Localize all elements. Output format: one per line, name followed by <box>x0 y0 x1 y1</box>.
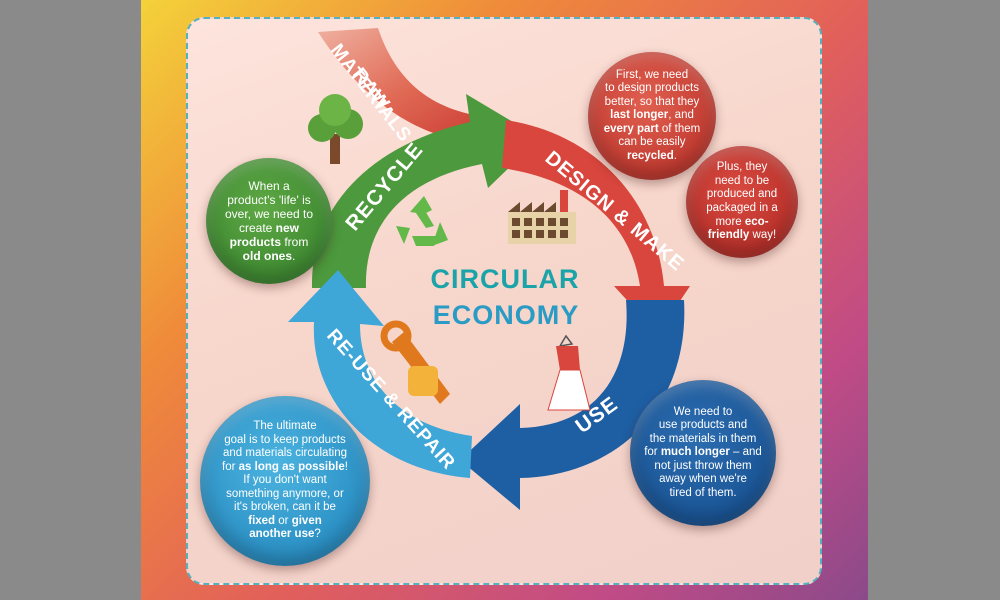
recycle-text-1: When a <box>248 178 290 193</box>
recycle-text-6: . <box>292 249 296 264</box>
recycle-text-4-bold: new <box>275 221 300 235</box>
eco-text-3: produced and <box>706 188 778 201</box>
repair-text-4-end: ! <box>344 460 348 473</box>
design-text-1: First, we need <box>615 68 689 81</box>
use-bubble: We need to use products and the material… <box>630 380 776 526</box>
repair-text-8-bold-2: given <box>291 514 322 527</box>
recycle-text-6-bold: old ones <box>242 249 292 264</box>
design-text-3: better, so that they <box>604 95 700 108</box>
dress-icon <box>547 334 591 411</box>
repair-text-4: for <box>222 460 239 473</box>
repair-text-5: If you don't want <box>243 474 327 487</box>
repair-text-7: it's broken, can it be <box>234 501 336 514</box>
title-economy: ECONOMY <box>432 300 580 330</box>
design-text-2: to design products <box>605 82 699 95</box>
repair-text-2: goal is to keep products <box>224 433 346 446</box>
design-bubble: First, we need to design products better… <box>588 52 716 180</box>
design-make-arrow <box>502 120 690 334</box>
design-text-4-bold: last longer <box>610 109 669 122</box>
recycle-text-5: from <box>281 235 309 250</box>
recycle-bubble: When a product's 'life' is over, we need… <box>206 158 332 284</box>
recycle-text-3: over, we need to <box>224 206 314 221</box>
use-arrow <box>460 300 685 510</box>
design-text-7-bold: recycled <box>627 149 674 162</box>
use-text-4-end: – and <box>729 446 762 459</box>
design-text-7: . <box>673 149 677 162</box>
repair-bubble: The ultimate goal is to keep products an… <box>200 396 370 566</box>
use-text-4: for <box>644 446 661 459</box>
repair-text-8-bold: fixed <box>248 514 276 527</box>
recycle-text-5-bold: products <box>229 235 281 250</box>
eco-text-6-bold: friendly <box>707 229 750 242</box>
eco-text-5: more <box>715 215 745 228</box>
eco-text-1: Plus, they <box>716 161 768 174</box>
design-text-6: can be easily <box>618 136 686 149</box>
reuse-repair-arrow <box>288 270 472 478</box>
recycle-text-4: create <box>238 221 276 235</box>
eco-bubble: Plus, they need to be produced and packa… <box>686 146 798 258</box>
eco-text-2: need to be <box>714 174 770 187</box>
raw-materials-arrow <box>318 28 498 146</box>
repair-text-6: something anymore, or <box>226 487 344 500</box>
repair-text-9-bold: another use <box>249 528 315 541</box>
design-text-5-bold: every part <box>603 122 659 135</box>
use-text-2: use products and <box>658 419 748 432</box>
title-circular: CIRCULAR <box>430 264 580 294</box>
recycle-text-2: product's 'life' is <box>227 192 311 207</box>
repair-text-8: or <box>275 514 292 527</box>
use-text-5: not just throw them <box>654 459 752 472</box>
factory-icon <box>508 190 576 244</box>
design-text-5: of them <box>658 122 701 135</box>
repair-text-3: and materials circulating <box>222 447 347 460</box>
recycle-arrow <box>311 94 540 288</box>
eco-text-6: way! <box>749 229 777 242</box>
repair-text-1: The ultimate <box>253 419 317 432</box>
use-text-3: the materials in them <box>649 432 757 445</box>
use-text-4-bold: much longer <box>660 446 730 459</box>
wrench-hand-icon <box>380 320 450 404</box>
eco-text-4: packaged in a <box>706 202 778 214</box>
eco-text-5-bold: eco- <box>744 215 769 228</box>
recycle-icon <box>396 196 448 246</box>
use-text-7: tired of them. <box>669 486 737 499</box>
tree-icon <box>308 94 363 164</box>
design-text-4: , and <box>668 109 694 122</box>
use-text-6: away when we're <box>659 473 747 486</box>
repair-text-4-bold: as long as possible <box>238 460 345 473</box>
repair-text-9: ? <box>314 528 321 541</box>
use-text-1: We need to <box>673 405 733 418</box>
